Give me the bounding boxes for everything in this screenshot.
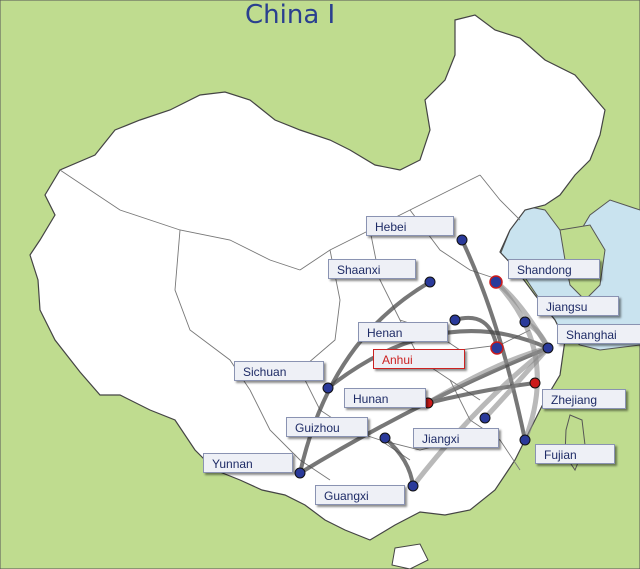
hainan xyxy=(391,543,429,569)
node-shandong xyxy=(489,275,503,289)
label-fujian: Fujian xyxy=(535,444,615,464)
label-shaanxi: Shaanxi xyxy=(328,259,416,279)
route-shaanxi-yunnan xyxy=(298,280,432,475)
node-guizhou xyxy=(379,432,391,444)
node-shaanxi xyxy=(424,276,436,288)
route-hunan-shanghai xyxy=(425,345,551,406)
node-sichuan xyxy=(322,382,334,394)
label-hebei: Hebei xyxy=(366,216,454,236)
node-jiangsu xyxy=(519,316,531,328)
label-henan: Henan xyxy=(358,322,448,342)
route-guangxi-shanghai xyxy=(410,345,551,489)
label-jiangxi: Jiangxi xyxy=(413,428,499,448)
route-fujian-shandong xyxy=(493,279,540,443)
label-shanghai: Shanghai xyxy=(557,324,640,344)
node-shanghai xyxy=(542,342,554,354)
node-yunnan xyxy=(294,467,306,479)
label-guangxi: Guangxi xyxy=(315,485,405,505)
label-guizhou: Guizhou xyxy=(286,417,368,437)
label-hunan: Hunan xyxy=(344,388,426,408)
label-yunnan: Yunnan xyxy=(203,453,293,473)
node-anhui xyxy=(490,341,504,355)
route-hebei-fujian xyxy=(460,238,527,442)
node-fujian xyxy=(519,434,531,446)
route-hunan-zhejiang xyxy=(426,381,537,405)
node-henan xyxy=(449,314,461,326)
label-shandong: Shandong xyxy=(508,259,600,279)
node-jiangxi xyxy=(479,412,491,424)
label-anhui: Anhui xyxy=(373,349,465,369)
label-sichuan: Sichuan xyxy=(234,361,324,381)
label-zhejiang: Zhejiang xyxy=(542,389,626,409)
china-land xyxy=(29,14,606,541)
label-jiangsu: Jiangsu xyxy=(537,296,619,316)
node-hebei xyxy=(456,234,468,246)
map-title: China I xyxy=(245,0,336,30)
nodes xyxy=(294,234,554,492)
node-guangxi xyxy=(407,480,419,492)
node-zhejiang xyxy=(529,377,541,389)
